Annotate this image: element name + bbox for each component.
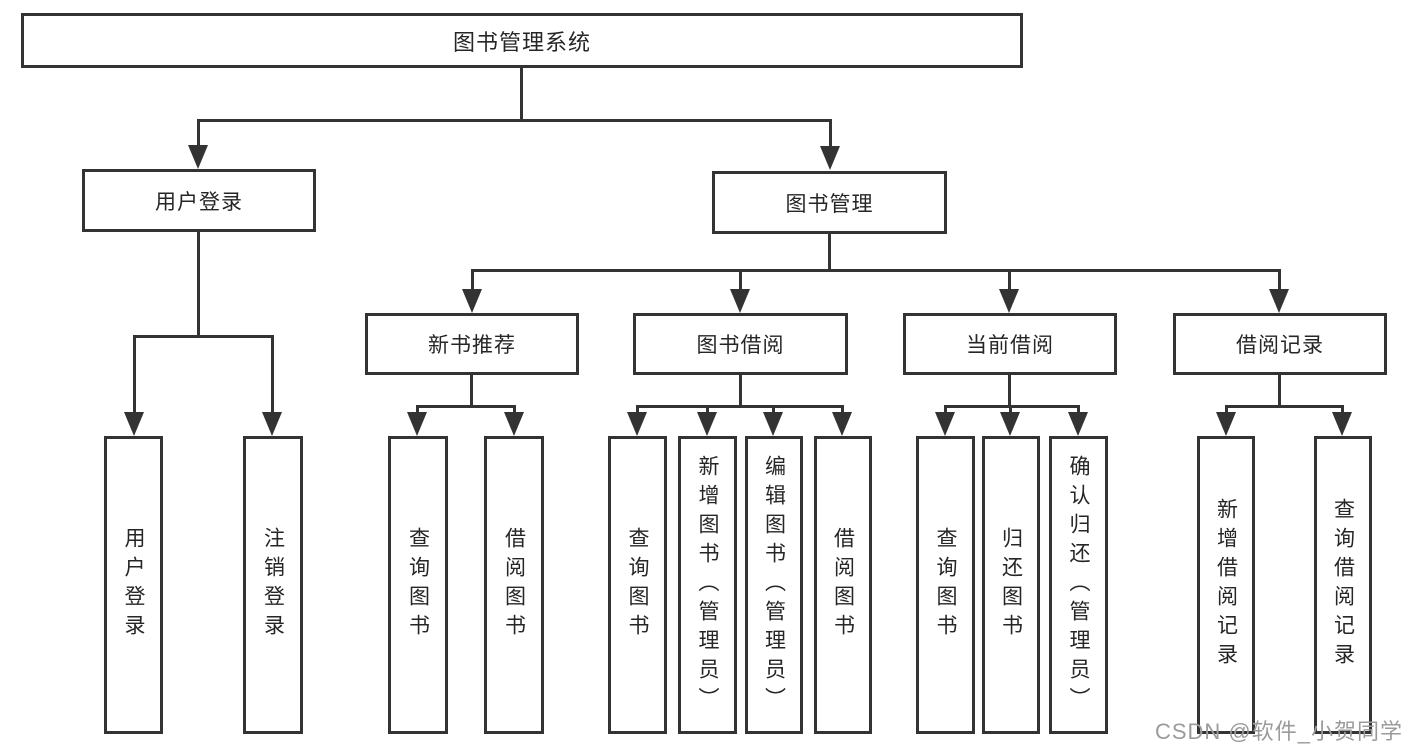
leaf-user-login: 用户登录 [104, 436, 163, 734]
node-label: 确认归还（管理员） [1067, 454, 1090, 716]
leaf-logout: 注销登录 [243, 436, 303, 734]
leaf-confirm-return-admin: 确认归还（管理员） [1049, 436, 1108, 734]
arrow-down-icon [935, 412, 955, 436]
arrow-down-icon [697, 412, 717, 436]
leaf-borrow-books: 借阅图书 [814, 436, 872, 734]
node-label: 借阅图书 [502, 527, 526, 643]
connector-line [471, 269, 474, 293]
connector-line [1009, 405, 1012, 417]
node-label: 查询图书 [406, 527, 430, 643]
leaf-query-books-current: 查询图书 [916, 436, 975, 734]
connector-line [470, 375, 473, 408]
node-label: 新增图书（管理员） [696, 454, 719, 716]
connector-line [944, 405, 947, 417]
leaf-query-books-recommend: 查询图书 [388, 436, 448, 734]
leaf-edit-books-admin: 编辑图书（管理员） [745, 436, 803, 734]
connector-line [471, 269, 1281, 272]
arrow-down-icon [1332, 412, 1352, 436]
leaf-add-borrow-record: 新增借阅记录 [1197, 436, 1255, 734]
connector-line [828, 234, 831, 272]
connector-line [1008, 375, 1011, 408]
arrow-down-icon [407, 412, 427, 436]
node-label: 查询图书 [934, 527, 957, 643]
connector-line [1225, 405, 1344, 408]
leaf-borrow-books-recommend: 借阅图书 [484, 436, 544, 734]
connector-line [520, 68, 523, 120]
node-label: 图书借阅 [696, 334, 785, 357]
connector-line [197, 232, 200, 338]
arrow-down-icon [999, 289, 1019, 313]
arrow-down-icon [1000, 412, 1020, 436]
node-label: 用户登录 [155, 190, 243, 214]
connector-line [739, 269, 742, 293]
node-label: 归还图书 [999, 527, 1023, 643]
connector-line [416, 405, 516, 408]
connector-line [772, 405, 775, 417]
connector-line [513, 405, 516, 417]
connector-line [706, 405, 709, 417]
connector-line [197, 119, 832, 122]
connector-line [133, 335, 274, 338]
arrow-down-icon [627, 412, 647, 436]
connector-line [1225, 405, 1228, 417]
node-label: 借阅记录 [1236, 334, 1324, 357]
connector-line [841, 405, 844, 417]
arrow-down-icon [462, 289, 482, 313]
csdn-watermark: CSDN @软件_小贺同学 [1154, 719, 1403, 744]
connector-line [1278, 375, 1281, 408]
leaf-add-books-admin: 新增图书（管理员） [678, 436, 737, 734]
node-label: 当前借阅 [966, 334, 1054, 357]
node-current-borrowing: 当前借阅 [903, 313, 1117, 375]
connector-line [1278, 269, 1281, 293]
connector-line [636, 405, 844, 408]
connector-line [829, 119, 832, 147]
node-new-book-recommend: 新书推荐 [365, 313, 579, 375]
arrow-down-icon [504, 412, 524, 436]
node-book-borrowing: 图书借阅 [633, 313, 848, 375]
connector-line [133, 335, 136, 415]
arrow-down-icon [1068, 412, 1088, 436]
node-user-login: 用户登录 [82, 169, 316, 232]
arrow-down-icon [124, 412, 144, 436]
connector-line [739, 375, 742, 408]
node-library-system: 图书管理系统 [21, 13, 1023, 68]
node-borrow-records: 借阅记录 [1173, 313, 1387, 375]
leaf-return-books: 归还图书 [982, 436, 1040, 734]
connector-line [944, 405, 1080, 408]
node-label: 图书管理系统 [452, 29, 591, 55]
node-label: 新书推荐 [428, 334, 516, 357]
arrow-down-icon [763, 412, 783, 436]
node-label: 注销登录 [261, 527, 285, 643]
connector-line [1341, 405, 1344, 417]
leaf-query-borrow-record: 查询借阅记录 [1314, 436, 1372, 734]
arrow-down-icon [730, 289, 750, 313]
arrow-down-icon [820, 146, 840, 170]
arrow-down-icon [188, 145, 208, 169]
connector-line [1077, 405, 1080, 417]
node-label: 新增借阅记录 [1214, 498, 1238, 672]
node-label: 查询借阅记录 [1331, 498, 1355, 672]
connector-line [271, 335, 274, 415]
arrow-down-icon [832, 412, 852, 436]
node-label: 编辑图书（管理员） [762, 454, 786, 716]
node-label: 用户登录 [122, 527, 145, 643]
node-label: 图书管理 [785, 192, 874, 216]
node-label: 查询图书 [626, 527, 649, 643]
arrow-down-icon [262, 412, 282, 436]
arrow-down-icon [1216, 412, 1236, 436]
leaf-query-books-borrowing: 查询图书 [608, 436, 667, 734]
connector-line [416, 405, 419, 417]
arrow-down-icon [1269, 289, 1289, 313]
node-label: 借阅图书 [831, 527, 855, 643]
connector-line [636, 405, 639, 417]
connector-line [197, 119, 200, 147]
node-book-management: 图书管理 [712, 171, 947, 234]
connector-line [1008, 269, 1011, 293]
